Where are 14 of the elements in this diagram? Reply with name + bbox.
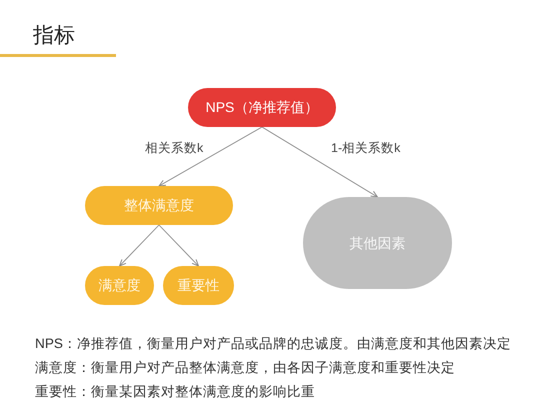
pill-node: 满意度	[85, 266, 154, 305]
pill-node: NPS（净推荐值）	[188, 88, 336, 127]
arrow	[119, 224, 160, 266]
definition-text: NPS：净推荐值，衡量用户对产品或品牌的忠诚度。由满意度和其他因素决定	[35, 336, 511, 352]
definition-text: 重要性：衡量某因素对整体满意度的影响比重	[35, 384, 315, 400]
arrow	[158, 126, 262, 186]
arrow	[158, 224, 199, 266]
pill-node: 重要性	[163, 266, 234, 305]
pill-node: 整体满意度	[85, 186, 233, 225]
definition-text: 满意度：衡量用户对产品整体满意度，由各因子满意度和重要性决定	[35, 360, 455, 376]
slide-title: 指标	[33, 23, 75, 48]
edge-label: 相关系数k	[143, 141, 206, 156]
edge-label: 1-相关系数k	[329, 141, 402, 156]
arrow	[262, 126, 378, 198]
